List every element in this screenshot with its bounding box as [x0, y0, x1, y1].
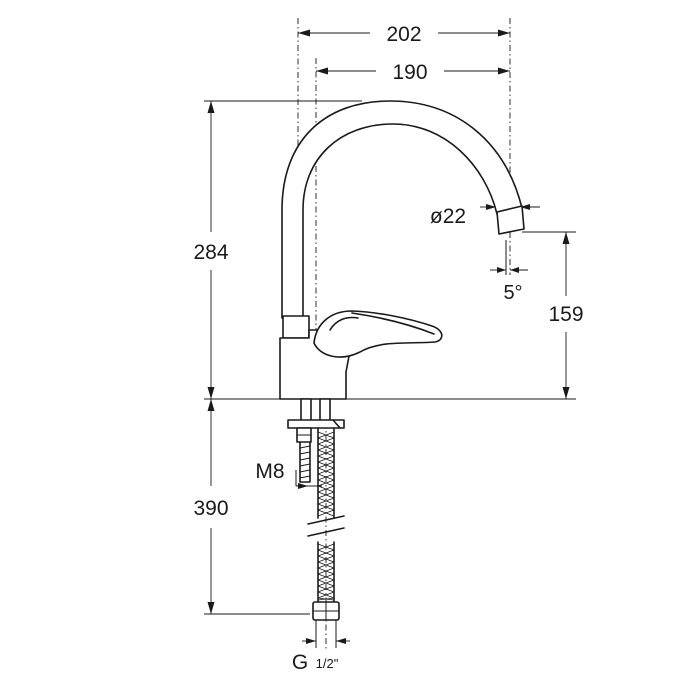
dimension-spout-reach: 190	[316, 61, 510, 84]
lever-detail-inner	[329, 316, 359, 331]
dimension-outlet-diameter: ø22	[430, 204, 540, 228]
dimension-hose-connection: G 1/2"	[292, 620, 350, 674]
hose-break-mark-top	[307, 515, 345, 525]
dimension-label-190: 190	[392, 61, 427, 84]
dimension-label-202: 202	[386, 23, 421, 46]
dimension-hose-length: 390	[193, 399, 310, 615]
dimension-label-390: 390	[193, 497, 228, 520]
dimension-label-m8: M8	[255, 460, 284, 483]
dimension-outlet-height: 159	[346, 231, 584, 400]
dimension-label-284: 284	[193, 241, 228, 264]
flexible-hose	[307, 427, 345, 621]
dimension-label-diameter: ø22	[430, 205, 466, 228]
mounting-plate	[287, 419, 345, 429]
faucet-nozzle	[496, 205, 525, 235]
dimension-mounting-thread: M8	[255, 460, 322, 489]
lever-detail-line	[351, 312, 435, 335]
faucet-collar	[282, 315, 310, 339]
dimension-spout-angle: 5°	[490, 240, 528, 304]
hose-break-mark-bottom	[307, 527, 345, 537]
dimension-label-angle: 5°	[503, 282, 522, 304]
faucet-outline	[279, 100, 525, 400]
dimension-overall-height: 284	[193, 100, 362, 400]
dimension-label-g: G	[292, 651, 308, 674]
threaded-stud	[299, 441, 311, 483]
mounting-hardware	[287, 398, 345, 483]
dimension-label-159: 159	[548, 303, 583, 326]
dimension-overall-width: 202	[298, 23, 510, 46]
faucet-lever-handle	[313, 310, 443, 358]
dimension-label-g-fraction: 1/2"	[316, 656, 339, 671]
